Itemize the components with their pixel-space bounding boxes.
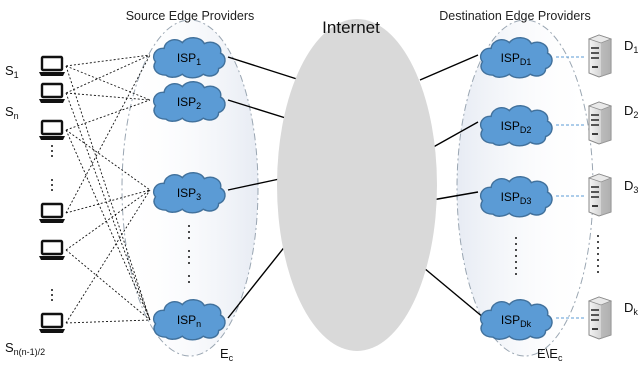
server-icon xyxy=(588,34,612,78)
destination-servers xyxy=(588,34,612,340)
isp-label: ISPD1 xyxy=(501,51,532,67)
isp-label: ISP2 xyxy=(177,95,201,111)
isp-label: ISPDk xyxy=(501,313,532,329)
internet-label: Internet xyxy=(322,18,380,37)
source-set-label: Ec xyxy=(220,346,234,363)
isp-label: ISPn xyxy=(177,313,201,329)
destination-label: D3 xyxy=(624,178,638,195)
isp-label: ISP1 xyxy=(177,51,201,67)
server-icon xyxy=(588,173,612,217)
ellipsis-dots xyxy=(51,145,599,301)
server-links xyxy=(556,56,586,319)
source-label: Sn xyxy=(5,104,19,121)
isp-label: ISPD2 xyxy=(501,119,532,135)
source-label: S1 xyxy=(5,63,19,80)
isp-label: ISPD3 xyxy=(501,190,532,206)
laptop-icon xyxy=(37,312,67,335)
destination-title: Destination Edge Providers xyxy=(439,9,590,23)
destination-label: D1 xyxy=(624,38,638,55)
laptop-icon xyxy=(37,55,67,78)
isp-label: ISP3 xyxy=(177,186,201,202)
laptop-icon xyxy=(37,82,67,105)
laptop-icon xyxy=(37,119,67,142)
source-label: Sn(n-1)/2 xyxy=(5,340,45,357)
source-title: Source Edge Providers xyxy=(126,9,255,23)
internet-cloud xyxy=(277,19,437,351)
destination-label: D2 xyxy=(624,103,638,120)
destination-set-label: E\Ec xyxy=(537,346,563,363)
laptop-icon xyxy=(37,239,67,262)
laptop-icon xyxy=(37,202,67,225)
server-icon xyxy=(588,296,612,340)
source-access-links xyxy=(65,54,151,324)
server-icon xyxy=(588,101,612,145)
destination-label: Dk xyxy=(624,300,638,317)
source-laptops xyxy=(37,55,67,335)
backbone-links xyxy=(227,54,485,319)
